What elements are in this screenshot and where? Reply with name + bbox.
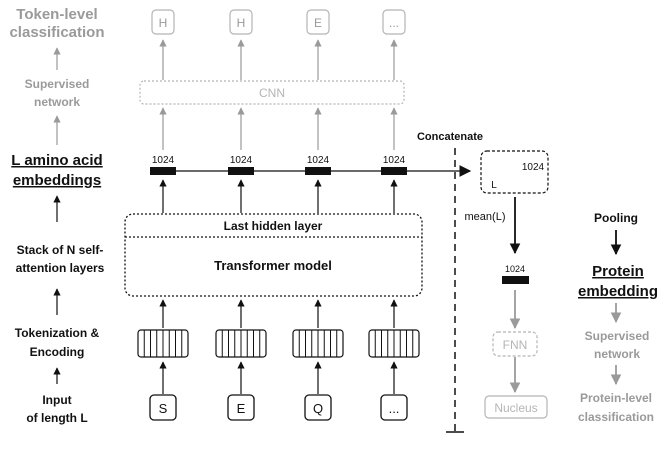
prediction-label: H bbox=[159, 16, 168, 30]
label-input-2: of length L bbox=[26, 411, 87, 425]
label-token-level: Token-level bbox=[16, 6, 97, 23]
label-protein-level: Protein-level bbox=[580, 391, 652, 405]
label-supervised: Supervised bbox=[25, 77, 90, 91]
transformer-label: Transformer model bbox=[214, 258, 332, 273]
embedding-dim-label: 1024 bbox=[152, 155, 175, 166]
fnn-label: FNN bbox=[503, 338, 528, 352]
prediction-box bbox=[306, 9, 330, 35]
label-token-level-2: classification bbox=[9, 24, 104, 41]
pooling-pipeline: Concatenate 1024 L mean(L) 1024 FNN Nucl… bbox=[417, 131, 549, 433]
cnn-label: CNN bbox=[259, 86, 285, 100]
prediction-box bbox=[151, 9, 175, 35]
embedding-matrix bbox=[480, 150, 549, 194]
label-stack: Stack of N self- bbox=[17, 243, 104, 257]
embedding-dim-label: 1024 bbox=[307, 155, 330, 166]
label-supervised-right-2: network bbox=[594, 347, 640, 361]
token-box bbox=[149, 394, 177, 421]
label-tokenization: Tokenization & bbox=[15, 326, 100, 340]
pooled-dim-label: 1024 bbox=[505, 264, 525, 274]
embedding-dim-label: 1024 bbox=[383, 155, 406, 166]
label-supervised-2: network bbox=[34, 95, 80, 109]
label-stack-2: attention layers bbox=[16, 261, 105, 275]
label-embeddings-2: embeddings bbox=[13, 172, 101, 189]
concatenate-label: Concatenate bbox=[417, 131, 483, 143]
label-protein-2: embedding bbox=[578, 283, 658, 300]
token-columns: S1024HE1024HQ1024E...1024... bbox=[137, 9, 420, 421]
prediction-box bbox=[382, 9, 406, 35]
pooled-embedding bbox=[502, 276, 529, 284]
nucleus-label: Nucleus bbox=[494, 401, 537, 415]
prediction-label: E bbox=[314, 16, 322, 30]
left-labels: Token-level classification Supervised ne… bbox=[9, 6, 104, 425]
label-protein-level-2: classification bbox=[578, 410, 654, 424]
prediction-label: ... bbox=[389, 16, 399, 30]
label-input: Input bbox=[42, 393, 71, 407]
prediction-box bbox=[229, 9, 253, 35]
transformer-box bbox=[124, 213, 423, 297]
last-hidden-label: Last hidden layer bbox=[224, 219, 323, 233]
token-box bbox=[380, 394, 408, 421]
cnn-block: CNN bbox=[139, 80, 405, 105]
token-label: Q bbox=[313, 401, 323, 416]
token-box bbox=[304, 394, 332, 421]
token-label: E bbox=[237, 401, 246, 416]
transformer-block: Last hidden layer Transformer model bbox=[124, 213, 423, 297]
matrix-rows-label: L bbox=[491, 180, 497, 191]
token-box bbox=[227, 394, 255, 421]
prediction-label: H bbox=[237, 16, 246, 30]
label-protein: Protein bbox=[592, 263, 644, 280]
fnn-box bbox=[492, 331, 538, 357]
nucleus-box bbox=[484, 395, 548, 419]
label-supervised-right: Supervised bbox=[585, 329, 650, 343]
right-labels: Pooling Protein embedding Supervised net… bbox=[578, 211, 658, 424]
embedding-dim-label: 1024 bbox=[230, 155, 253, 166]
token-label: S bbox=[159, 401, 168, 416]
matrix-dim-label: 1024 bbox=[522, 162, 545, 173]
mean-label: mean(L) bbox=[465, 211, 506, 223]
cnn-box bbox=[139, 80, 405, 105]
label-embeddings: L amino acid bbox=[11, 152, 102, 169]
label-tokenization-2: Encoding bbox=[30, 345, 85, 359]
token-label: ... bbox=[389, 401, 400, 416]
label-pooling: Pooling bbox=[594, 211, 638, 225]
